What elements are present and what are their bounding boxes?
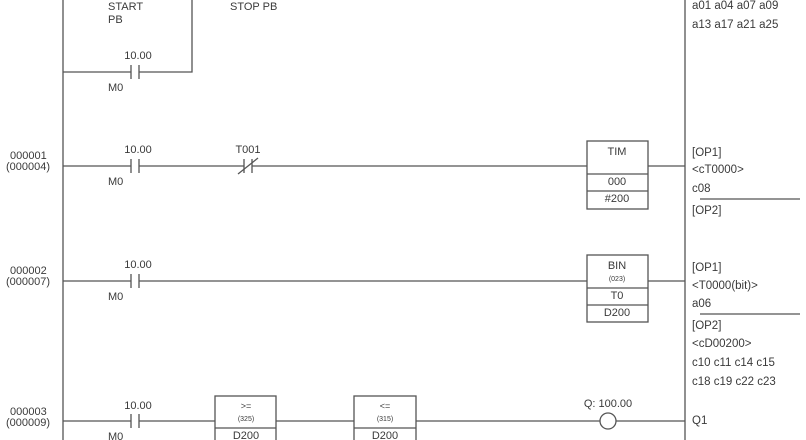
contact-address: 10.00 xyxy=(124,50,152,62)
compare-name: >= xyxy=(240,401,252,411)
no-contact-icon xyxy=(130,414,140,428)
compare-code: (315) xyxy=(376,416,394,423)
block-name: TIM xyxy=(607,146,627,158)
coil-address: Q: 100.00 xyxy=(583,398,633,410)
note-line: <cD00200> xyxy=(692,338,752,350)
contact-address: 10.00 xyxy=(124,144,152,156)
seal-in-branch xyxy=(63,0,193,73)
note-line: c18 c19 c22 c23 xyxy=(692,376,776,388)
block-name: BIN xyxy=(607,260,627,272)
compare-code: (325) xyxy=(237,416,255,423)
note-line: [OP2] xyxy=(692,205,722,217)
contact-address: 10.00 xyxy=(124,259,152,271)
note-line: <T0000(bit)> xyxy=(692,280,758,292)
no-contact-icon xyxy=(130,65,140,79)
start-pb-label-2: PB xyxy=(108,14,123,26)
block-op2: D200 xyxy=(603,307,631,319)
rung-step: (000007) xyxy=(6,276,51,288)
bin-block xyxy=(586,254,649,323)
rung-step: (000009) xyxy=(6,417,51,429)
rung-number: 000001 xyxy=(10,150,47,162)
compare-op1: D200 xyxy=(232,430,260,440)
note-line: <cT0000> xyxy=(692,164,744,176)
block-op1: T0 xyxy=(610,290,624,302)
note-line: [OP1] xyxy=(692,262,722,274)
compare-name: <= xyxy=(379,401,391,411)
block-op2: #200 xyxy=(604,193,630,205)
compare-block-ge xyxy=(214,395,277,440)
note-line: c08 xyxy=(692,183,711,195)
rung-step: (000004) xyxy=(6,161,51,173)
coil-name: Q1 xyxy=(692,415,708,427)
note-line: [OP2] xyxy=(692,320,722,332)
no-contact-icon xyxy=(130,159,140,173)
compare-op1: D200 xyxy=(371,430,399,440)
contact-name: M0 xyxy=(108,431,124,440)
coil-icon xyxy=(599,412,617,430)
contact-name: M0 xyxy=(108,176,124,188)
stop-pb-label: STOP PB xyxy=(230,1,278,13)
note-line: c10 c11 c14 c15 xyxy=(692,357,775,369)
note-line: [OP1] xyxy=(692,147,722,159)
compare-block-le xyxy=(353,395,417,440)
nc-contact-icon xyxy=(237,157,259,175)
tim-block xyxy=(586,140,649,210)
note-line: a06 xyxy=(692,298,712,310)
rung-number: 000002 xyxy=(10,265,47,277)
note-line: a01 a04 a07 a09 xyxy=(692,0,779,12)
block-op1: 000 xyxy=(607,176,627,188)
start-pb-label: START xyxy=(108,1,144,13)
note-line: a13 a17 a21 a25 xyxy=(692,19,779,31)
rung-number: 000003 xyxy=(10,406,47,418)
contact-name: M0 xyxy=(108,82,124,94)
nc-contact-name: T001 xyxy=(235,144,261,156)
contact-name: M0 xyxy=(108,291,124,303)
no-contact-icon xyxy=(130,274,140,288)
contact-address: 10.00 xyxy=(124,400,152,412)
block-code: (023) xyxy=(608,276,626,283)
